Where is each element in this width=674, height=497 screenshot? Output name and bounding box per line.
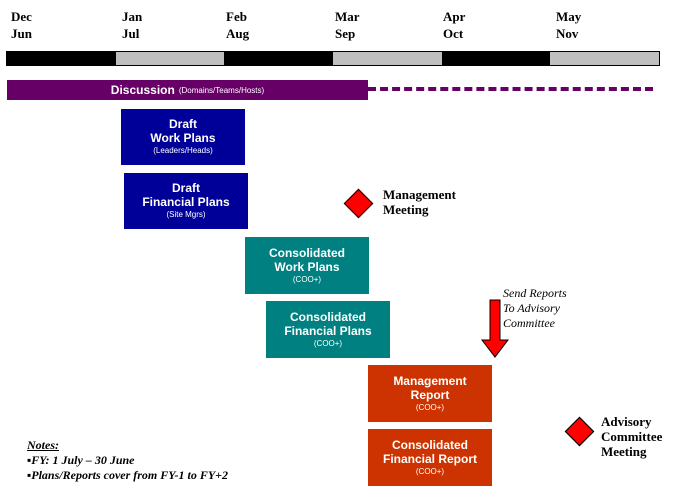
timeline-segment [550, 52, 660, 65]
task-owner: (COO+) [415, 466, 445, 476]
discussion-sub: (Domains/Teams/Hosts) [178, 85, 265, 95]
task-management-report: Management Report (COO+) [368, 365, 492, 422]
timeline-segment [224, 52, 334, 65]
timeline-segment [441, 52, 551, 65]
send-reports-arrow-icon [480, 299, 510, 358]
task-consolidated-financial-report: Consolidated Financial Report (COO+) [368, 429, 492, 486]
task-title: Draft [171, 181, 200, 195]
task-title: Management [393, 373, 467, 388]
task-title: Report [410, 387, 450, 402]
discussion-continuation-dashed-line [368, 87, 653, 91]
task-title: Work Plans [274, 259, 340, 274]
task-title: Draft [168, 117, 197, 131]
discussion-label: Discussion [110, 83, 175, 97]
task-title: Consolidated [268, 245, 345, 260]
task-owner: (COO+) [292, 274, 322, 284]
task-draft-work-plans: Draft Work Plans (Leaders/Heads) [121, 109, 245, 165]
timeline-segment [7, 52, 116, 65]
task-title: Work Plans [150, 131, 216, 145]
task-owner: (Leaders/Heads) [153, 146, 213, 155]
task-title: Financial Plans [142, 195, 230, 209]
notes-item: ▪Plans/Reports cover from FY-1 to FY+2 [27, 468, 228, 482]
task-owner: (Site Mgrs) [166, 210, 206, 219]
notes-item: ▪FY: 1 July – 30 June [27, 453, 135, 467]
task-consolidated-financial-plans: Consolidated Financial Plans (COO+) [266, 301, 390, 358]
discussion-bar: Discussion (Domains/Teams/Hosts) [7, 80, 368, 100]
task-consolidated-work-plans: Consolidated Work Plans (COO+) [245, 237, 369, 294]
notes: Notes: ▪FY: 1 July – 30 June ▪Plans/Repo… [27, 438, 228, 483]
task-title: Consolidated [289, 309, 366, 324]
management-meeting-diamond-icon [343, 188, 374, 219]
task-title: Financial Plans [284, 323, 372, 338]
advisory-meeting-diamond-icon [564, 416, 595, 447]
timeline-segment [333, 52, 442, 65]
task-title: Financial Report [382, 451, 477, 466]
task-owner: (COO+) [415, 402, 445, 412]
timeline-bar [6, 51, 660, 66]
timeline-segment [115, 52, 225, 65]
task-title: Consolidated [391, 437, 468, 452]
notes-title: Notes: [27, 438, 59, 452]
task-owner: (COO+) [313, 338, 343, 348]
task-draft-financial-plans: Draft Financial Plans (Site Mgrs) [124, 173, 248, 229]
